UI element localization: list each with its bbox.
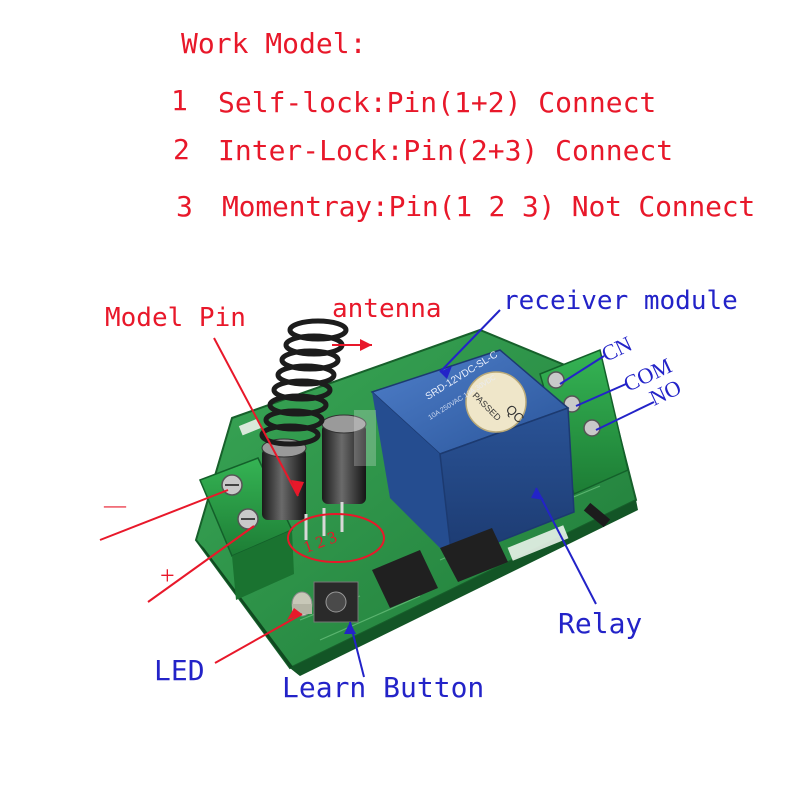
model-pin-label: Model Pin: [105, 303, 246, 333]
ic-chips: [372, 528, 508, 608]
mode-3-number: 3: [176, 190, 193, 223]
minus-label: —: [104, 492, 126, 517]
relay-component: QC PASSED SRD-12VDC-SL-C 10A 250VAC 10A …: [370, 349, 575, 562]
blue-leader-lines: [349, 309, 655, 678]
diode: [583, 502, 611, 528]
mode-2-number: 2: [173, 133, 190, 166]
model-pin-highlight-circle: [287, 513, 385, 563]
mode-1-text: Self-lock:Pin(1+2) Connect: [218, 86, 657, 119]
plus-label: +: [160, 561, 175, 590]
red-leader-lines: [99, 337, 372, 664]
antenna-coil: [259, 318, 349, 447]
arrowheads: [287, 339, 544, 634]
antenna-label: antenna: [332, 294, 442, 324]
mode-1-number: 1: [171, 84, 188, 117]
relay-label: Relay: [558, 607, 643, 640]
learn-button-component: [313, 581, 359, 623]
mode-3-text: Momentray:Pin(1 2 3) Not Connect: [222, 190, 756, 223]
work-model-heading: Work Model:: [181, 27, 367, 60]
led-label: LED: [154, 654, 205, 687]
receiver-module-label: receiver module: [503, 286, 738, 316]
mode-2-text: Inter-Lock:Pin(2+3) Connect: [218, 134, 674, 167]
learn-button-label: Learn Button: [282, 671, 485, 704]
led-component: [291, 591, 313, 617]
